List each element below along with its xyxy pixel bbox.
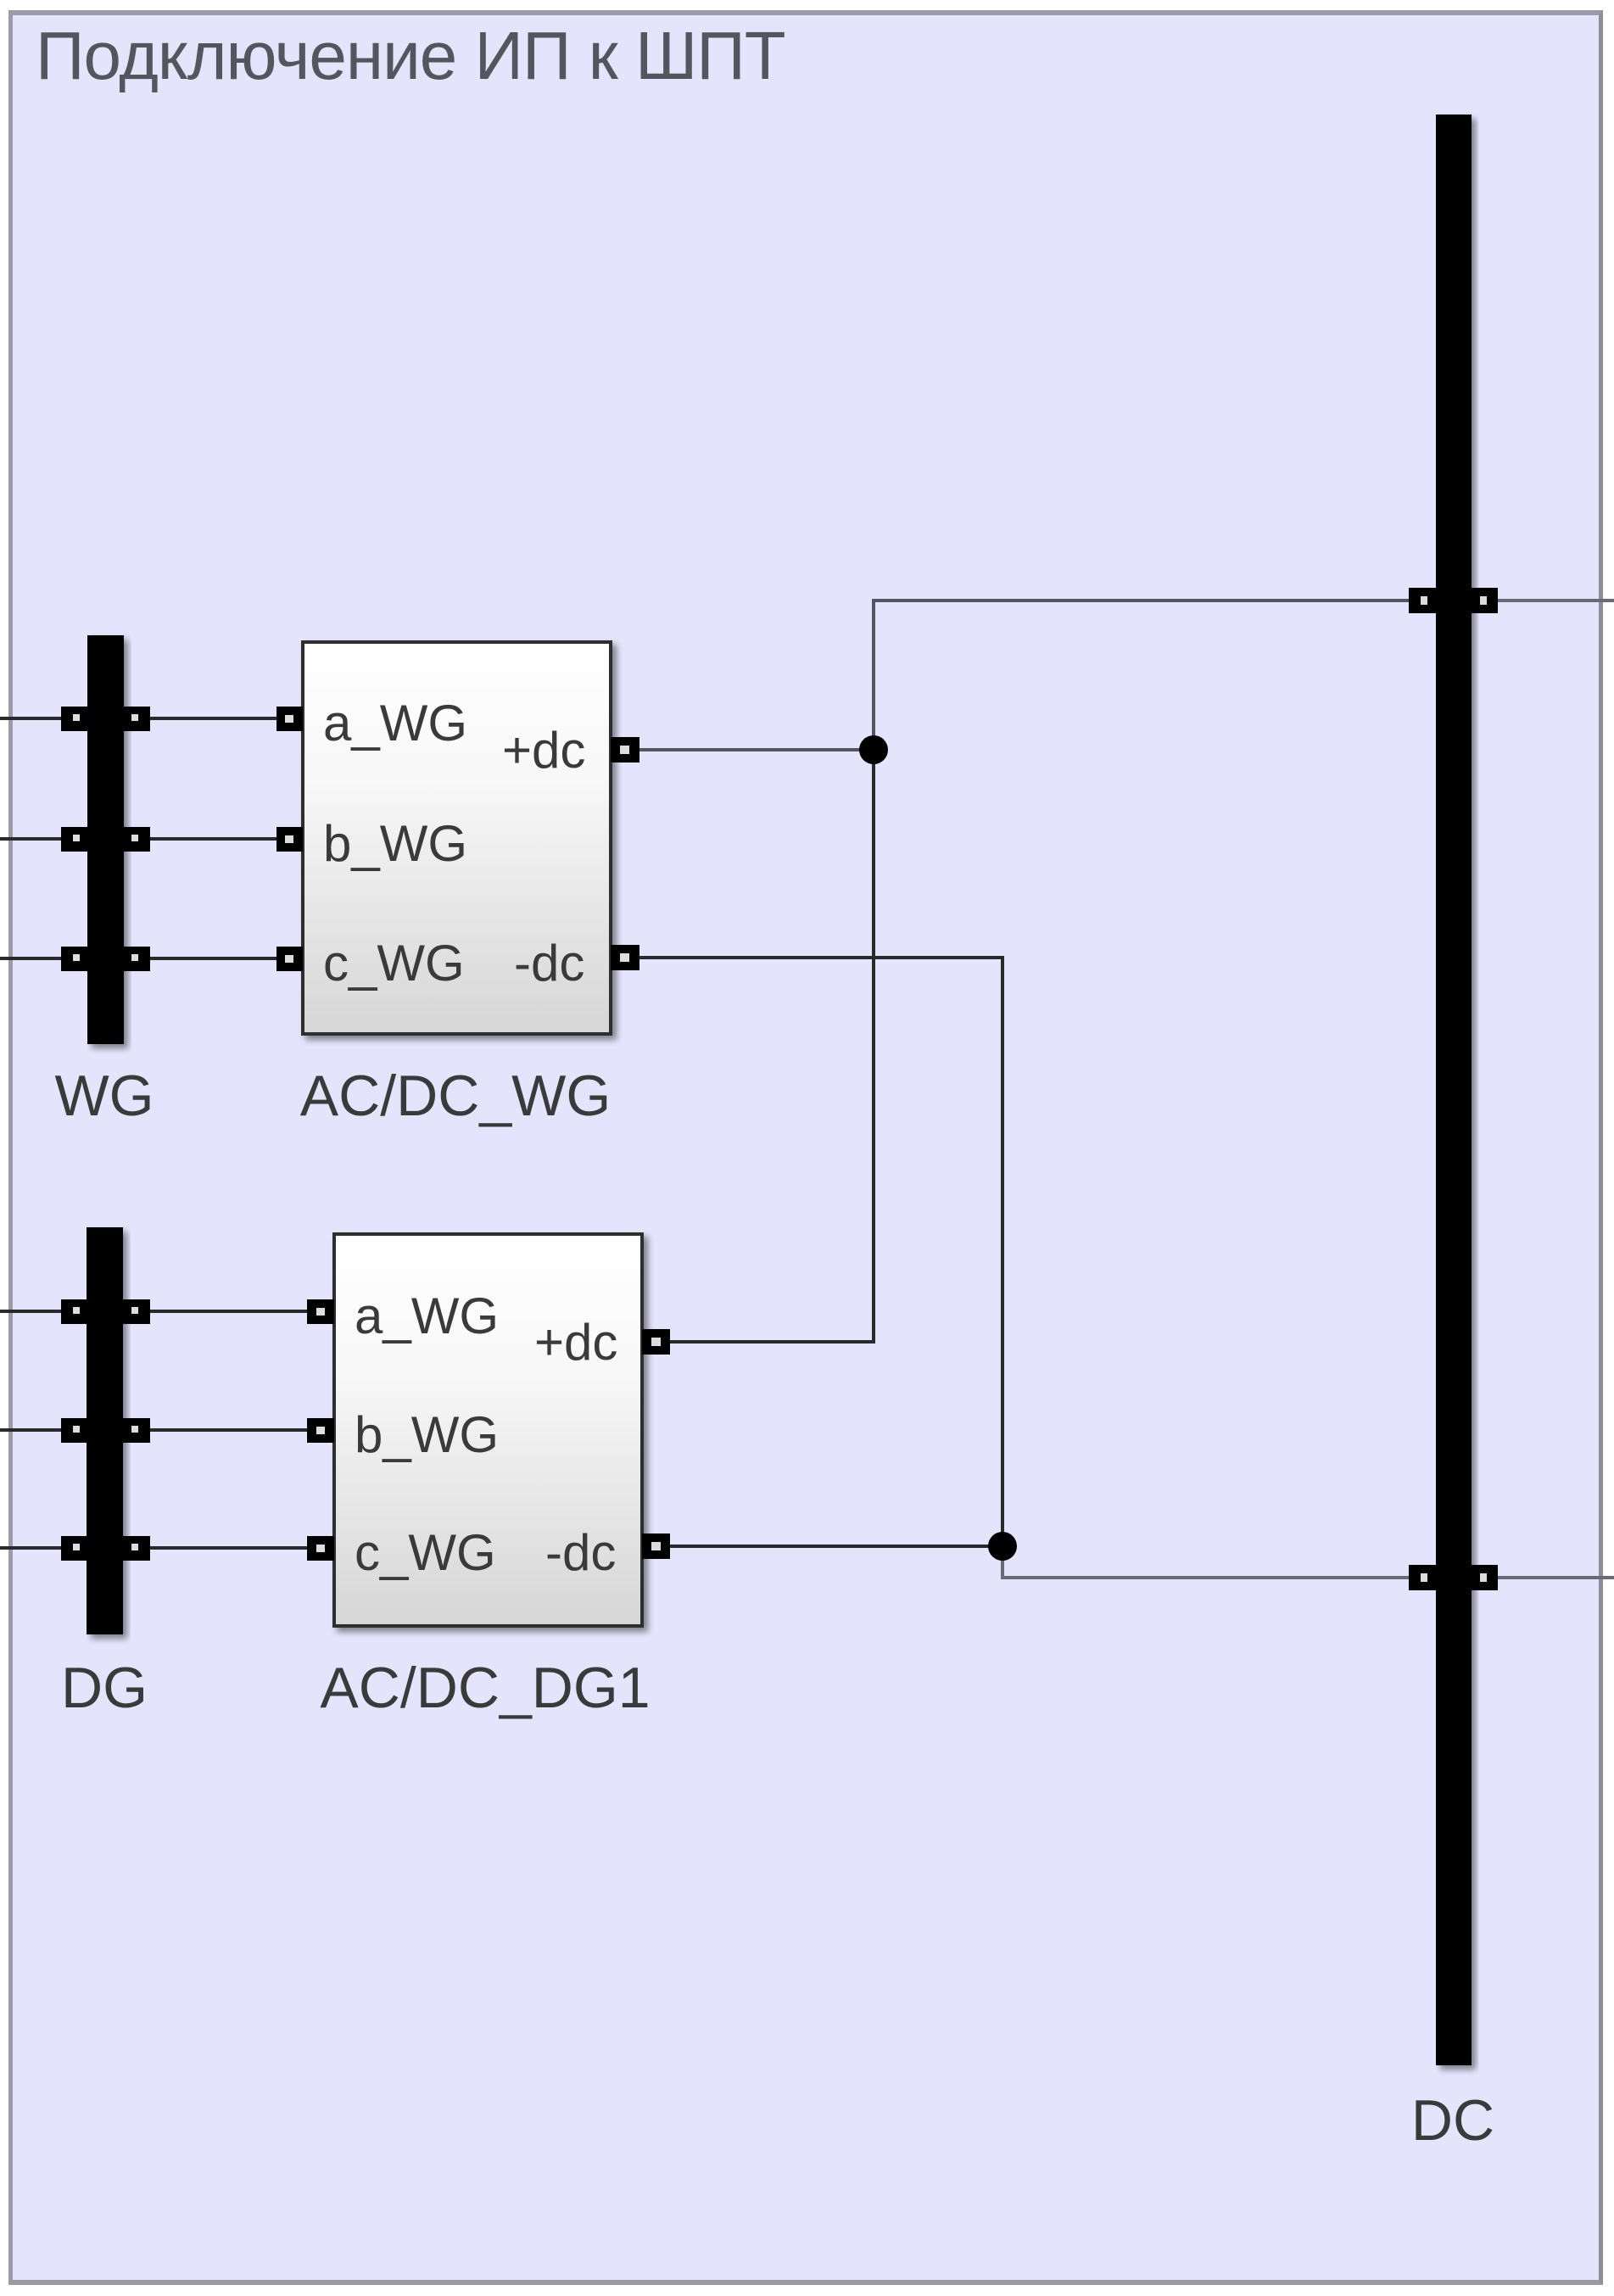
port-label-acdc-dg1-in-b: b_WG bbox=[355, 1406, 500, 1463]
subsystem-title: Подключение ИП к ШПТ bbox=[36, 18, 786, 93]
block-label-acdc-wg: AC/DC_WG bbox=[299, 1064, 612, 1128]
bus-wg[interactable] bbox=[61, 635, 150, 1044]
wire-wg-minus-dc[interactable] bbox=[639, 956, 1004, 1546]
block-acdc-wg-ports bbox=[276, 707, 639, 971]
port-label-acdc-wg-out-plus: +dc bbox=[502, 722, 586, 779]
subsystem-area[interactable] bbox=[8, 10, 1603, 2285]
port-label-acdc-dg1-out-plus: +dc bbox=[534, 1314, 618, 1371]
port-label-acdc-wg-out-minus: -dc bbox=[514, 935, 585, 992]
port-label-acdc-wg-in-c: c_WG bbox=[323, 935, 465, 992]
port-label-acdc-wg-in-b: b_WG bbox=[323, 815, 468, 872]
block-acdc-wg[interactable] bbox=[276, 640, 639, 1036]
bus-dg-connectors bbox=[61, 1299, 150, 1561]
wire-plus-dc-to-dc-bus[interactable] bbox=[872, 599, 1412, 750]
wires bbox=[0, 599, 1614, 1579]
block-acdc-dg1[interactable] bbox=[307, 1232, 670, 1628]
bus-dc-connectors bbox=[1409, 588, 1498, 1590]
port-label-acdc-dg1-in-c: c_WG bbox=[355, 1524, 496, 1581]
bus-label-dc: DC bbox=[1410, 2088, 1495, 2153]
port-label-acdc-dg1-in-a: a_WG bbox=[355, 1288, 500, 1344]
bus-label-wg: WG bbox=[54, 1064, 154, 1128]
bus-label-dg: DG bbox=[61, 1656, 148, 1720]
wire-minus-dc-to-dc-bus[interactable] bbox=[1001, 1546, 1412, 1579]
bus-dg[interactable] bbox=[61, 1227, 150, 1634]
junction-plus-dc bbox=[859, 735, 888, 764]
wire-dg-plus-dc[interactable] bbox=[670, 750, 875, 1344]
bus-wg-connectors bbox=[61, 707, 150, 971]
junction-minus-dc bbox=[988, 1532, 1017, 1561]
bus-dc[interactable] bbox=[1409, 115, 1498, 2065]
block-acdc-dg1-ports bbox=[307, 1299, 670, 1561]
port-label-acdc-dg1-out-minus: -dc bbox=[545, 1524, 617, 1581]
block-label-acdc-dg1: AC/DC_DG1 bbox=[320, 1656, 651, 1720]
port-label-acdc-wg-in-a: a_WG bbox=[323, 695, 468, 751]
